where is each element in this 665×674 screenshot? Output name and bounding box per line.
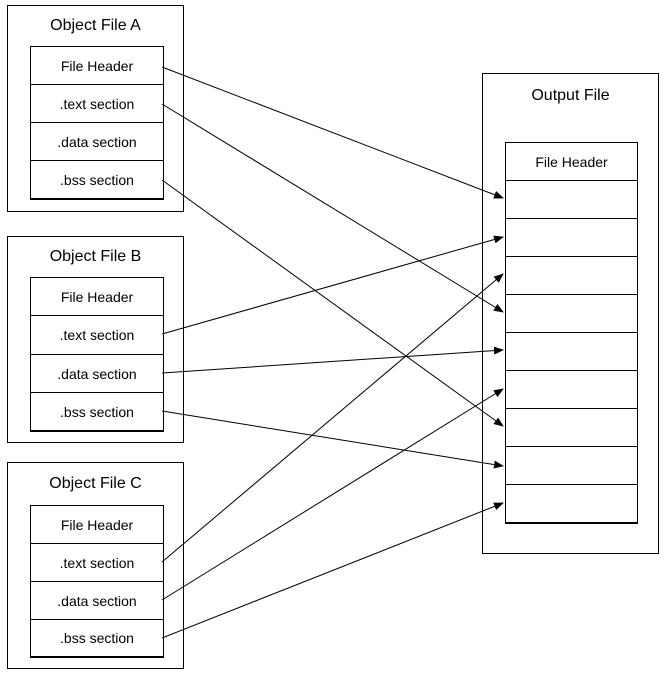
object-file-b-data-section: .data section <box>30 354 164 393</box>
object-file-a: Object File A File Header .text section … <box>7 5 184 212</box>
object-file-b-text-section: .text section <box>30 315 164 355</box>
arrow-c-data <box>161 388 504 601</box>
object-file-b-title: Object File B <box>49 248 142 265</box>
output-file: Output File File Header <box>482 73 659 554</box>
output-slot <box>505 256 638 295</box>
object-file-c-title: Object File C <box>49 475 142 492</box>
object-file-b-bss-section: .bss section <box>30 392 164 432</box>
object-file-b-file-header: File Header <box>30 277 164 316</box>
arrow-b-text <box>161 235 504 335</box>
output-slot <box>505 446 638 485</box>
output-slot <box>505 484 638 524</box>
arrow-b-bss <box>161 410 504 469</box>
object-file-c-data-section: .data section <box>30 581 164 620</box>
output-slot <box>505 180 638 219</box>
object-file-a-data-section: .data section <box>30 122 164 161</box>
object-file-a-file-header: File Header <box>30 46 164 85</box>
arrow-c-bss <box>161 502 504 639</box>
output-slot <box>505 332 638 371</box>
object-file-a-bss-section: .bss section <box>30 160 164 200</box>
output-file-header: File Header <box>505 142 638 181</box>
output-file-title: Output File <box>531 87 610 104</box>
output-slot <box>505 408 638 447</box>
object-file-b: Object File B File Header .text section … <box>7 236 184 443</box>
arrow-b-data <box>161 346 504 374</box>
object-file-c-file-header: File Header <box>30 505 164 544</box>
object-file-c-bss-section: .bss section <box>30 619 164 658</box>
arrow-c-text <box>161 273 504 563</box>
object-file-a-title: Object File A <box>50 17 141 34</box>
arrow-a-text <box>161 103 504 313</box>
output-slot <box>505 294 638 333</box>
output-slot <box>505 370 638 409</box>
object-file-c-text-section: .text section <box>30 543 164 582</box>
output-slot <box>505 218 638 257</box>
object-file-a-text-section: .text section <box>30 84 164 123</box>
arrow-a-bss <box>161 179 504 427</box>
object-file-c: Object File C File Header .text section … <box>7 462 184 669</box>
arrow-a-header <box>161 66 504 199</box>
